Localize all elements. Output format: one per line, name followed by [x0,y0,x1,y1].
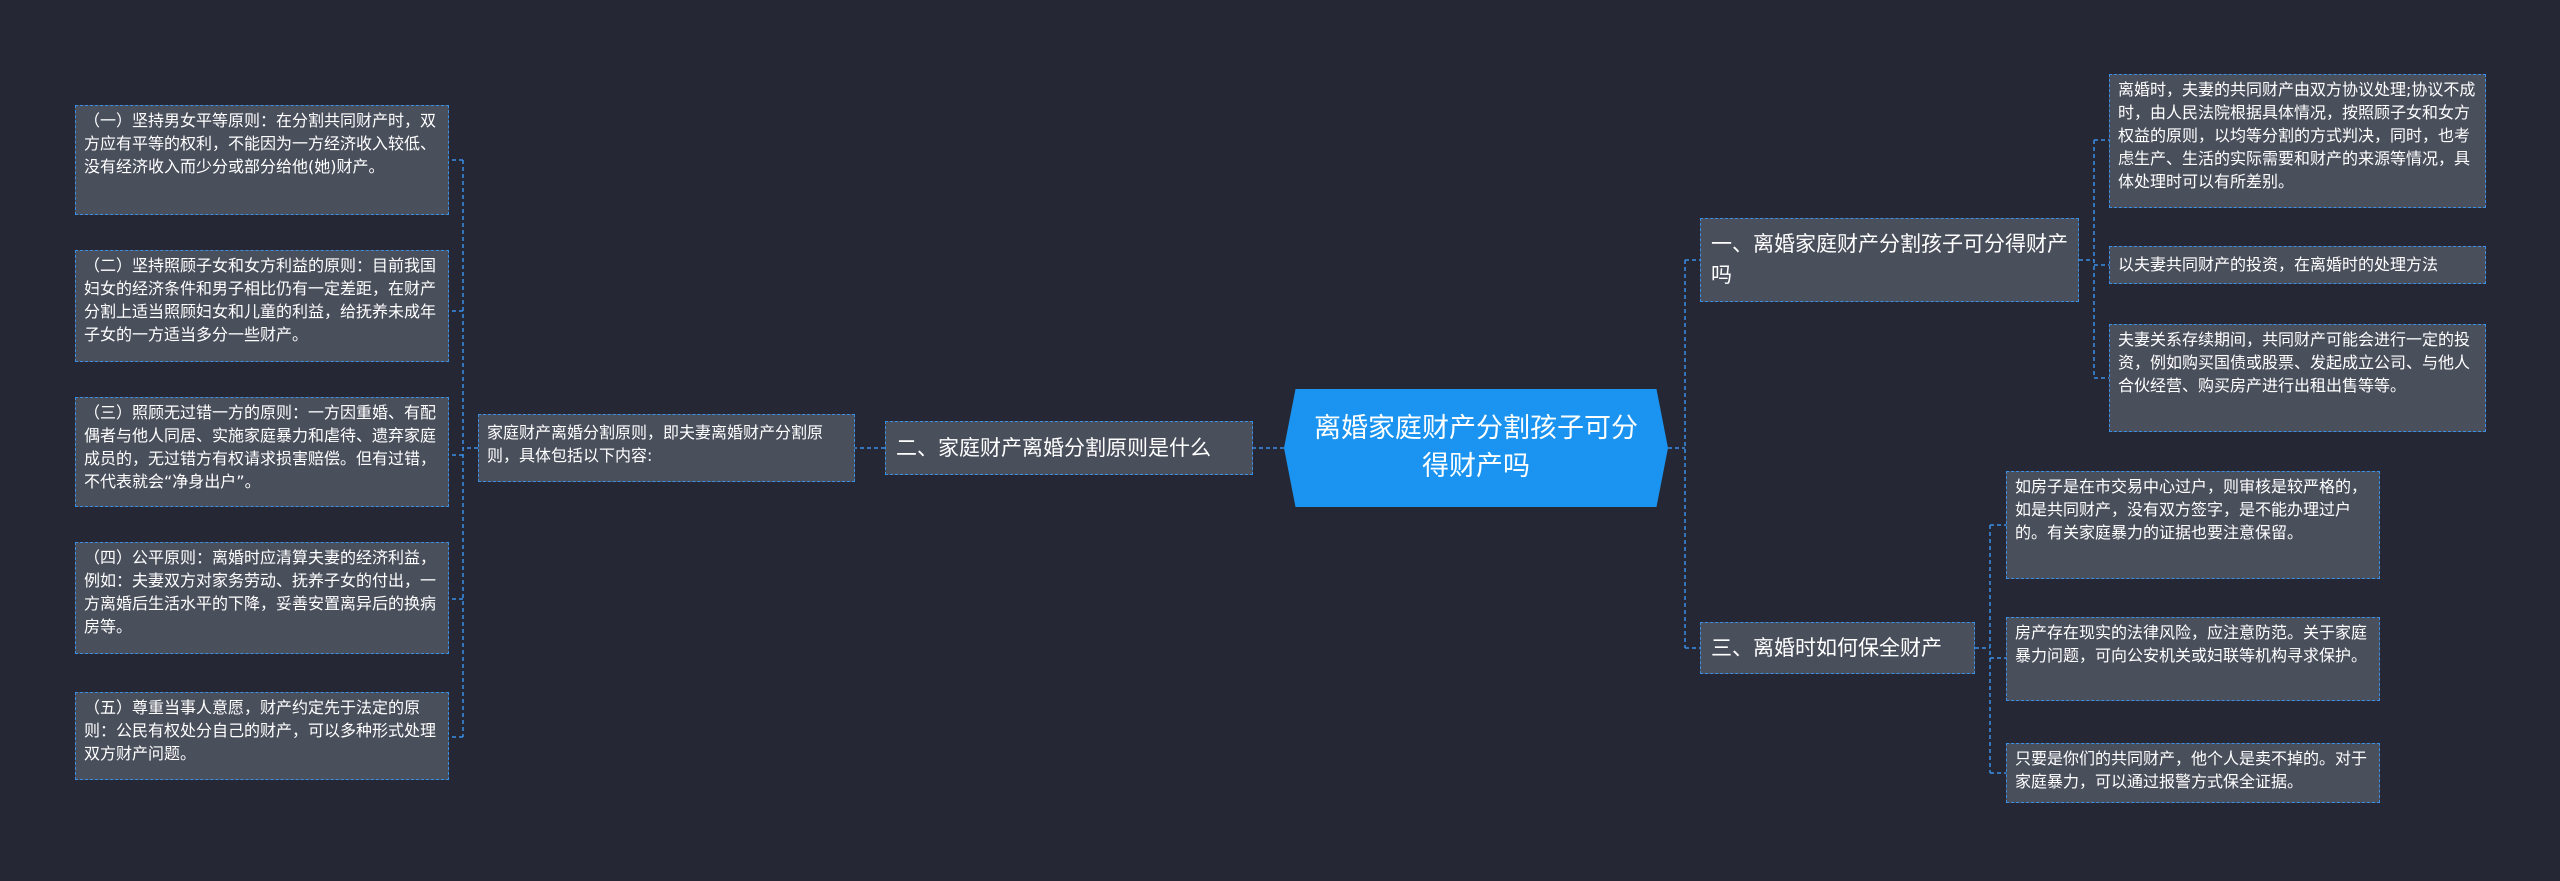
principle-care-node[interactable]: （二）坚持照顾子女和女方利益的原则：目前我国妇女的经济条件和男子相比仍有一定差距… [75,250,449,362]
child-share-agreement-node[interactable]: 离婚时，夫妻的共同财产由双方协议处理;协议不成时，由人民法院根据具体情况，按照顾… [2109,74,2486,208]
principle-fairness-text: （四）公平原则：离婚时应清算夫妻的经济利益，例如：夫妻双方对家务劳动、抚养子女的… [84,548,437,636]
principles-intro-node[interactable]: 家庭财产离婚分割原则，即夫妻离婚财产分割原则，具体包括以下内容: [478,414,855,482]
principle-consent-text: （五）尊重当事人意愿，财产约定先于法定的原则：公民有权处分自己的财产，可以多种形… [84,698,437,763]
preserve-transfer-text: 如房子是在市交易中心过户，则审核是较严格的，如是共同财产，没有双方签字，是不能办… [2015,477,2368,542]
child-share-investment-node[interactable]: 夫妻关系存续期间，共同财产可能会进行一定的投资，例如购买国债或股票、发起成立公司… [2109,324,2486,432]
child-share-investment-title-node[interactable]: 以夫妻共同财产的投资，在离婚时的处理方法 [2109,246,2486,284]
principle-care-text: （二）坚持照顾子女和女方利益的原则：目前我国妇女的经济条件和男子相比仍有一定差距… [84,256,437,344]
preserve-transfer-node[interactable]: 如房子是在市交易中心过户，则审核是较严格的，如是共同财产，没有双方签字，是不能办… [2006,471,2380,579]
principle-no-fault-node[interactable]: （三）照顾无过错一方的原则：一方因重婚、有配偶者与他人同居、实施家庭暴力和虐待、… [75,397,449,507]
root-topic-label: 离婚家庭财产分割孩子可分得财产吗 [1314,413,1638,482]
branch-child-share[interactable]: 一、离婚家庭财产分割孩子可分得财产吗 [1700,218,2079,302]
preserve-risk-text: 房产存在现实的法律风险，应注意防范。关于家庭暴力问题，可向公安机关或妇联等机构寻… [2015,623,2368,665]
child-share-investment-text: 夫妻关系存续期间，共同财产可能会进行一定的投资，例如购买国债或股票、发起成立公司… [2118,330,2471,395]
branch-division-principles[interactable]: 二、家庭财产离婚分割原则是什么 [885,421,1253,475]
branch-division-principles-label: 二、家庭财产离婚分割原则是什么 [896,435,1211,460]
child-share-investment-title-text: 以夫妻共同财产的投资，在离婚时的处理方法 [2118,255,2439,274]
principle-equality-text: （一）坚持男女平等原则：在分割共同财产时，双方应有平等的权利，不能因为一方经济收… [84,111,437,176]
principle-consent-node[interactable]: （五）尊重当事人意愿，财产约定先于法定的原则：公民有权处分自己的财产，可以多种形… [75,692,449,780]
principles-intro-text: 家庭财产离婚分割原则，即夫妻离婚财产分割原则，具体包括以下内容: [487,423,824,465]
preserve-evidence-node[interactable]: 只要是你们的共同财产，他个人是卖不掉的。对于家庭暴力，可以通过报警方式保全证据。 [2006,743,2380,803]
branch-child-share-label: 一、离婚家庭财产分割孩子可分得财产吗 [1711,232,2068,287]
child-share-agreement-text: 离婚时，夫妻的共同财产由双方协议处理;协议不成时，由人民法院根据具体情况，按照顾… [2118,80,2476,191]
root-topic[interactable]: 离婚家庭财产分割孩子可分得财产吗 [1284,389,1668,507]
branch-preserve-property-label: 三、离婚时如何保全财产 [1711,635,1942,660]
principle-fairness-node[interactable]: （四）公平原则：离婚时应清算夫妻的经济利益，例如：夫妻双方对家务劳动、抚养子女的… [75,542,449,654]
principle-no-fault-text: （三）照顾无过错一方的原则：一方因重婚、有配偶者与他人同居、实施家庭暴力和虐待、… [84,403,437,491]
preserve-evidence-text: 只要是你们的共同财产，他个人是卖不掉的。对于家庭暴力，可以通过报警方式保全证据。 [2015,749,2368,791]
branch-preserve-property[interactable]: 三、离婚时如何保全财产 [1700,622,1975,674]
principle-equality-node[interactable]: （一）坚持男女平等原则：在分割共同财产时，双方应有平等的权利，不能因为一方经济收… [75,105,449,215]
preserve-risk-node[interactable]: 房产存在现实的法律风险，应注意防范。关于家庭暴力问题，可向公安机关或妇联等机构寻… [2006,617,2380,701]
